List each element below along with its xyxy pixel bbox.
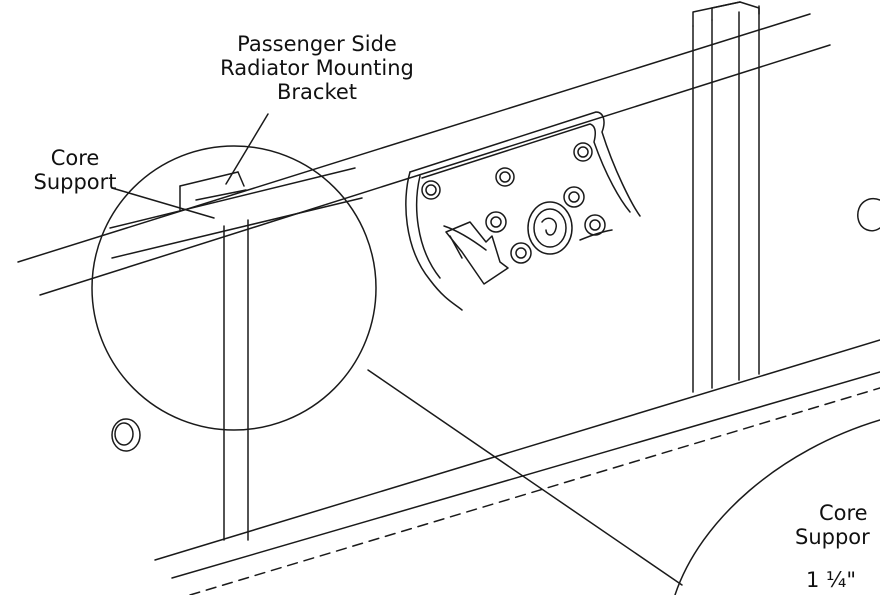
mounting-hole-left (111, 418, 141, 452)
magnifier-content (109, 167, 363, 541)
bracket-label-line2: Radiator Mounting (220, 56, 414, 80)
dimension-label: 1 ¼" (806, 568, 880, 592)
core-support-rail (17, 13, 831, 296)
core-support-label-line2: Support (33, 170, 117, 194)
detail-circle (91, 145, 377, 431)
lower-panel (154, 339, 880, 595)
core-support-label-line1: Core (50, 146, 100, 170)
detail-core-label-line2: Suppor (795, 525, 870, 549)
core-support-label: Core Support (20, 146, 130, 194)
detail-callout-arc (674, 419, 880, 595)
bracket-leader-line (225, 113, 269, 185)
vertical-post (692, 1, 760, 393)
mounting-hole-right (857, 197, 880, 232)
detail-core-label-line1: Core (819, 501, 868, 525)
bracket-label: Passenger Side Radiator Mounting Bracket (212, 32, 422, 104)
core-support-leader-line (111, 187, 215, 219)
radiator-bracket (405, 111, 641, 311)
dimension-text: 1 ¼" (806, 568, 857, 592)
bracket-label-line3: Bracket (276, 80, 358, 104)
bracket-label-line1: Passenger Side (237, 32, 397, 56)
detail-core-support-label: Core Suppor (795, 501, 880, 549)
detail-pointer-line (367, 369, 683, 586)
